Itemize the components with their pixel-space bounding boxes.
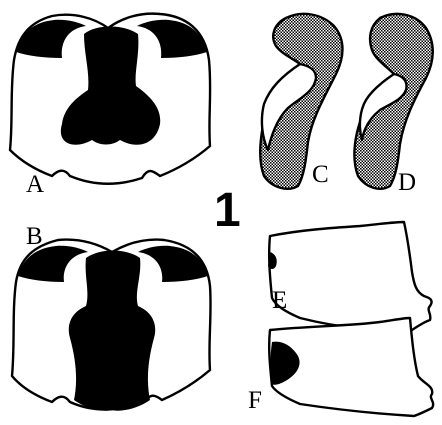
label-f: F	[248, 387, 262, 414]
panel-f-drawing	[269, 318, 433, 416]
panel-a-drawing	[10, 14, 210, 184]
panel-e-drawing	[268, 222, 432, 331]
panel-d-drawing	[354, 14, 432, 189]
panel-b-drawing	[12, 240, 211, 411]
panel-c-drawing	[260, 14, 342, 189]
label-a: A	[26, 171, 44, 198]
label-b: B	[26, 223, 43, 250]
label-d: D	[398, 169, 416, 196]
plate-number: 1	[214, 184, 241, 237]
label-e: E	[272, 287, 287, 314]
label-c: C	[312, 161, 329, 188]
